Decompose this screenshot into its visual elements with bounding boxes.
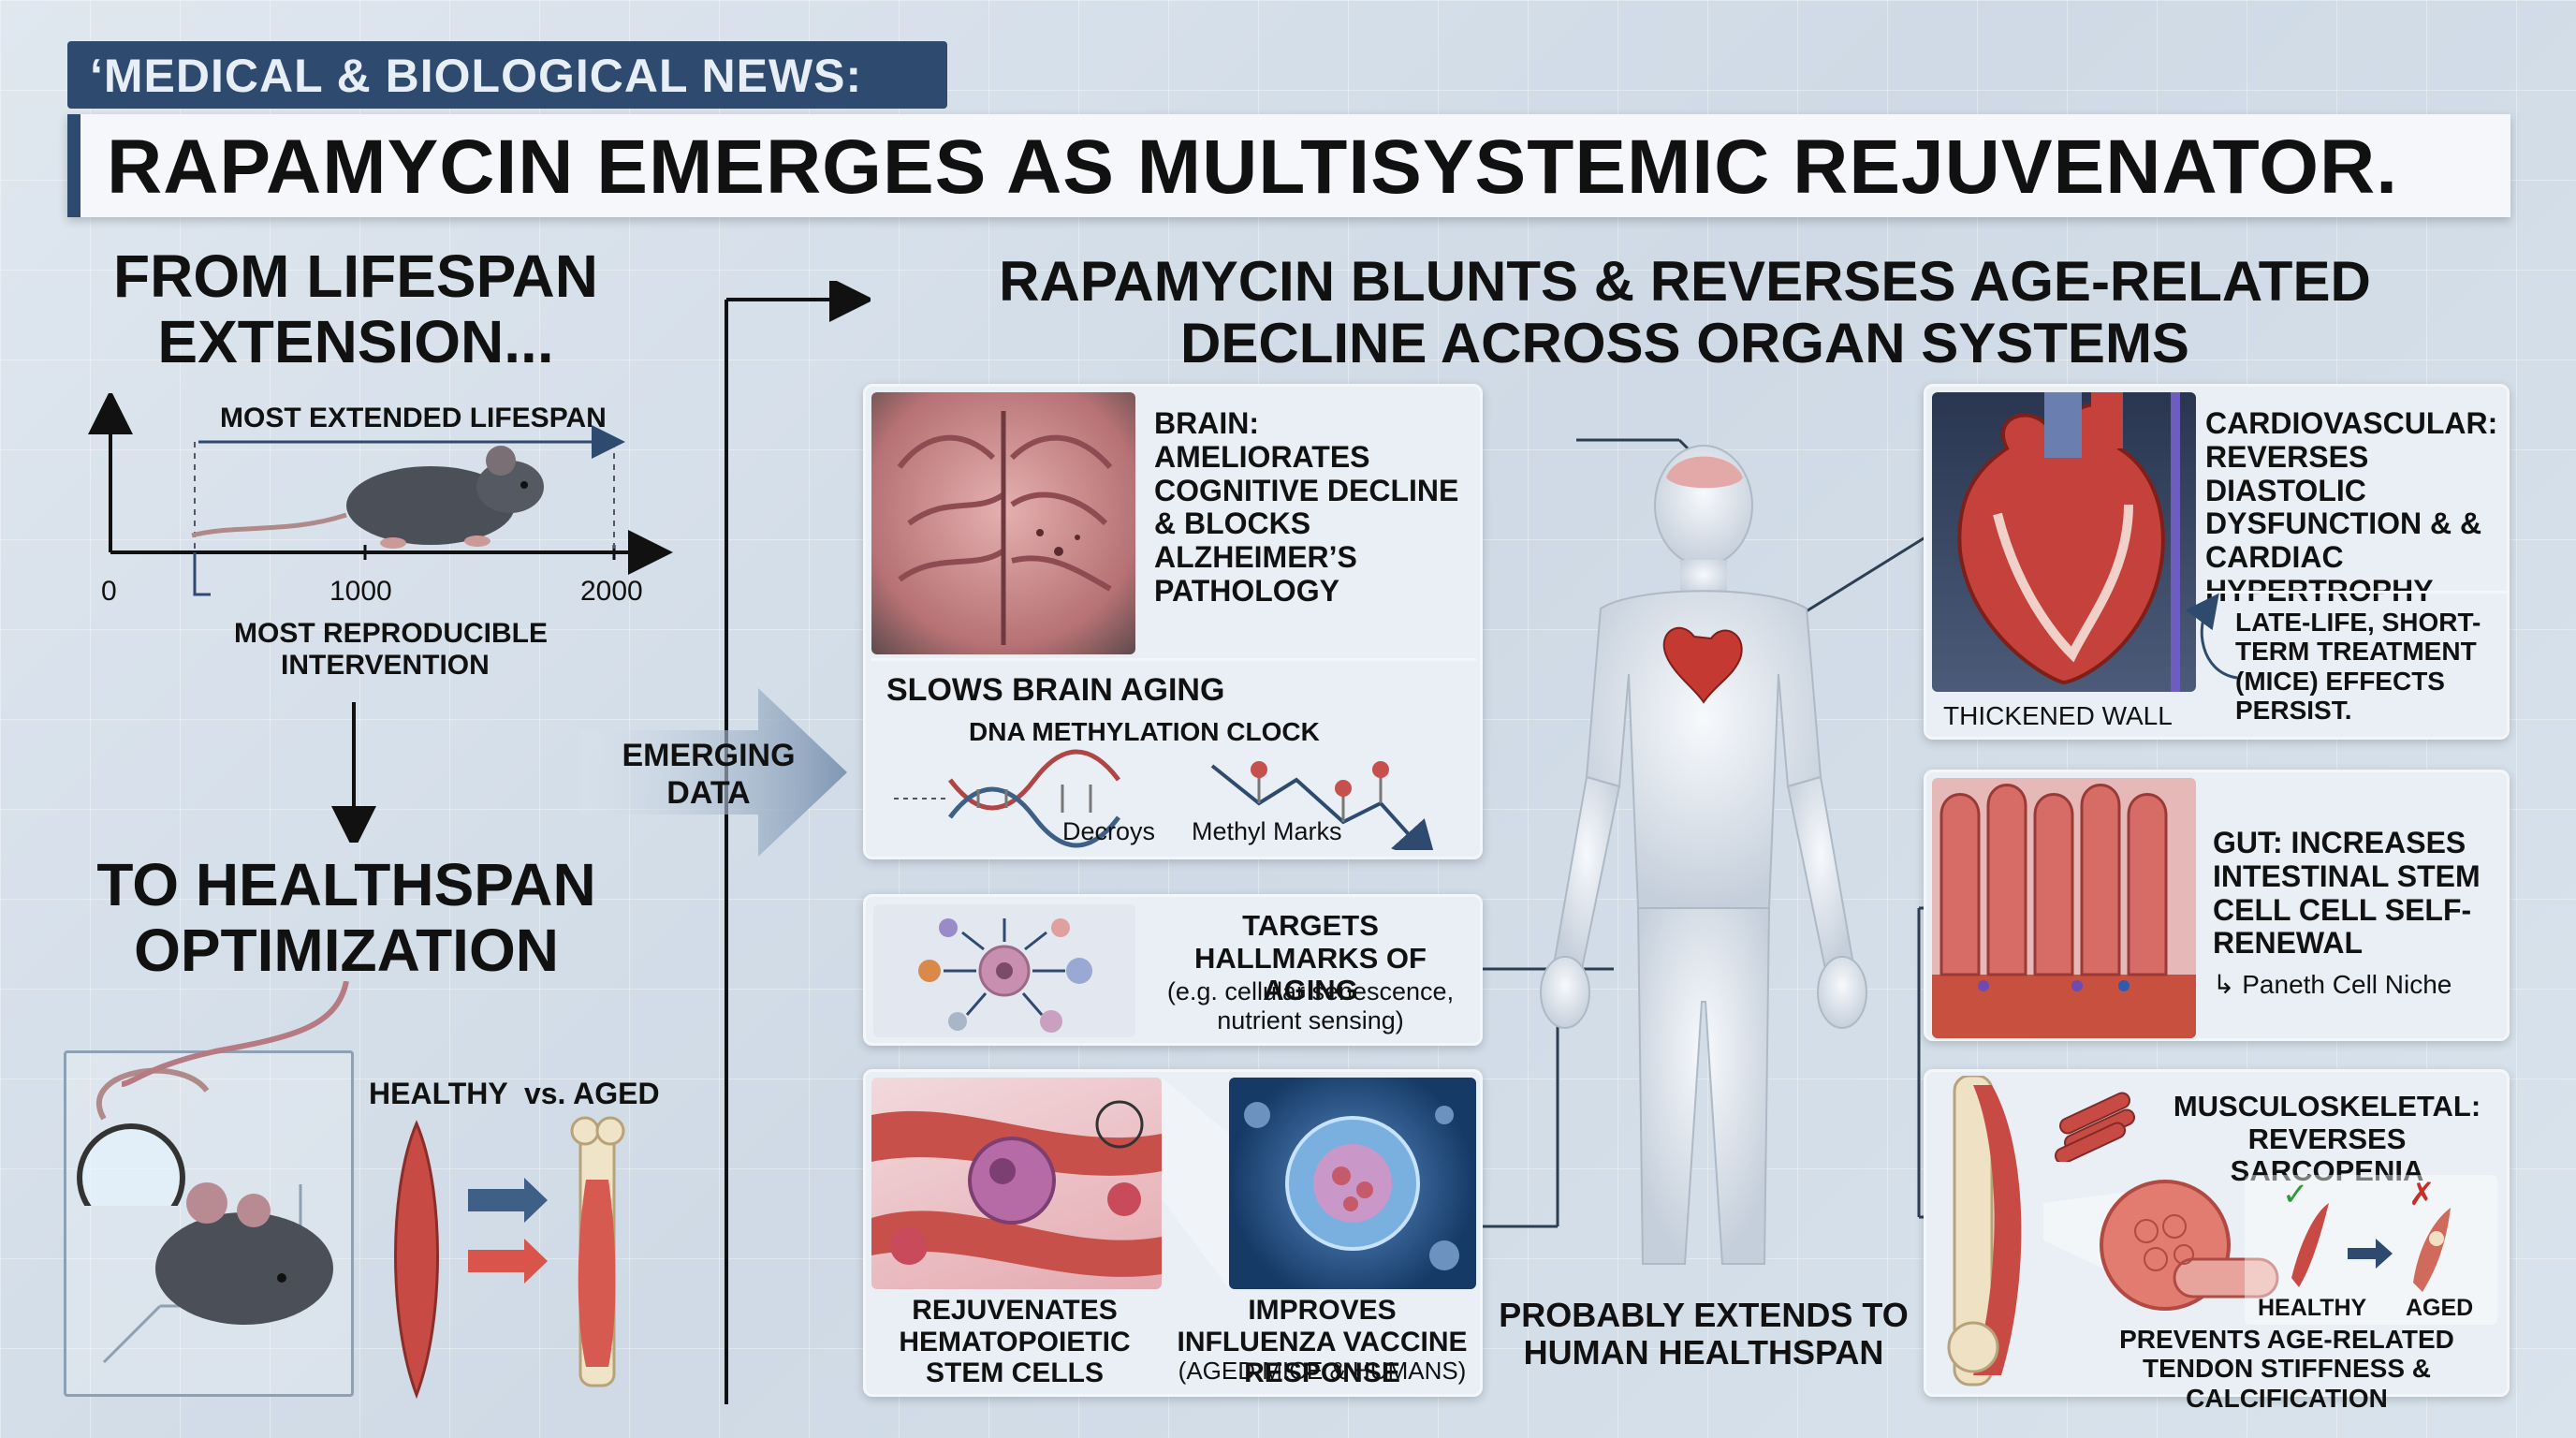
hsc-text: REJUVENATES HEMATOPOIETIC STEM CELLS bbox=[899, 1295, 1131, 1389]
center-heading: RAPAMYCIN BLUNTS & REVERSES AGE-RELATED … bbox=[999, 250, 2371, 374]
hsc-image bbox=[871, 1078, 1162, 1289]
brain-highlight-icon bbox=[1666, 456, 1743, 489]
heart-image bbox=[1932, 392, 2196, 692]
page-title: RAPAMYCIN EMERGES AS MULTISYSTEMIC REJUV… bbox=[67, 114, 2510, 217]
check-icon: ✓ bbox=[2282, 1177, 2309, 1212]
virus-image bbox=[1229, 1078, 1476, 1289]
human-figure bbox=[1540, 445, 1867, 1265]
reproducible-line2: INTERVENTION bbox=[281, 650, 490, 681]
muscle-fiber-illustration bbox=[2043, 1180, 2279, 1311]
cardio-text: CARDIOVASCULAR: REVERSES DIASTOLIC DYSFU… bbox=[2205, 406, 2498, 609]
dna-helix-icon bbox=[948, 749, 1120, 811]
data-label: DATA bbox=[666, 775, 751, 811]
emerging-label: EMERGING bbox=[622, 738, 796, 773]
healthy-label: HEALTHY bbox=[2258, 1295, 2367, 1321]
aged-label: AGED bbox=[2406, 1295, 2474, 1321]
heart-icon bbox=[1662, 626, 1743, 704]
healthspan-heading: TO HEALTHSPAN OPTIMIZATION bbox=[96, 851, 596, 985]
brain-card: BRAIN: AMELIORATES COGNITIVE DECLINE & B… bbox=[863, 384, 1483, 859]
decroys-label: Decroys bbox=[1062, 817, 1156, 845]
gut-image bbox=[1932, 778, 2196, 1038]
news-kicker: ‘MEDICAL & BIOLOGICAL NEWS: bbox=[67, 41, 947, 109]
right-arrow-icon bbox=[468, 1178, 548, 1223]
right-arrow-icon bbox=[468, 1239, 548, 1284]
lifespan-chart bbox=[88, 393, 673, 596]
hallmarks-sub: (e.g. cellular senescence, nutrient sens… bbox=[1166, 977, 1455, 1034]
hallmarks-card: TARGETS HALLMARKS OF AGING (e.g. cellula… bbox=[863, 894, 1483, 1046]
paneth-text: Paneth Cell Niche bbox=[2242, 970, 2452, 999]
corner-arrow-icon: ↳ bbox=[2213, 970, 2243, 999]
dna-methylation-illustration bbox=[894, 749, 1439, 850]
cross-icon: ✗ bbox=[2408, 1177, 2436, 1212]
reproducible-line1: MOST REPRODUCIBLE bbox=[234, 618, 549, 649]
lifespan-heading: FROM LIFESPAN EXTENSION... bbox=[113, 242, 598, 376]
muscle-vs-bone-illustration bbox=[394, 1116, 625, 1400]
paneth-label: ↳ Paneth Cell Niche bbox=[2213, 969, 2452, 1000]
emerging-data-arrow bbox=[580, 688, 847, 857]
tick-1000: 1000 bbox=[329, 576, 392, 607]
tendon-compare: ✓ ✗ HEALTHY AGED bbox=[2245, 1175, 2497, 1325]
brain-image bbox=[871, 392, 1135, 654]
methylation-clock-label: DNA METHYLATION CLOCK bbox=[969, 717, 1320, 746]
tendon-text: PREVENTS AGE-RELATED TENDON STIFFNESS & … bbox=[2119, 1325, 2454, 1413]
curved-arrow-icon bbox=[2185, 593, 2238, 680]
healthy-muscle-icon bbox=[394, 1120, 439, 1400]
tick-2000: 2000 bbox=[580, 576, 643, 607]
influenza-title: IMPROVES INFLUENZA VACCINE RESPONSE bbox=[1177, 1295, 1468, 1389]
influenza-sub: (AGED MICE & HUMANS) bbox=[1178, 1357, 1467, 1385]
brain-text: BRAIN: AMELIORATES COGNITIVE DECLINE & B… bbox=[1154, 406, 1459, 609]
stem-cell-icon bbox=[968, 1137, 1056, 1225]
healthy-vs-aged-label: HEALTHY vs. AGED bbox=[369, 1077, 660, 1110]
most-extended-label: MOST EXTENDED LIFESPAN bbox=[220, 403, 607, 433]
human-healthspan-text: PROBABLY EXTENDS TO HUMAN HEALTHSPAN bbox=[1499, 1296, 1909, 1372]
mouse-panel bbox=[64, 1050, 354, 1397]
right-arrow-icon bbox=[2348, 1239, 2393, 1269]
mouse-icon bbox=[191, 446, 544, 549]
gut-text: GUT: INCREASES INTESTINAL STEM CELL CELL… bbox=[2213, 826, 2481, 961]
methyl-mark-icon bbox=[1251, 761, 1267, 778]
cardio-card: CARDIOVASCULAR: REVERSES DIASTOLIC DYSFU… bbox=[1924, 384, 2510, 740]
magnifier-icon bbox=[77, 1123, 185, 1206]
hallmarks-title: TARGETS HALLMARKS OF AGING bbox=[1194, 909, 1427, 1007]
tick-0: 0 bbox=[101, 576, 117, 607]
down-arrow-icon bbox=[331, 702, 376, 843]
tail-curve bbox=[77, 981, 349, 1206]
fiber-bundle-icon bbox=[2054, 1092, 2136, 1162]
slows-brain-aging: SLOWS BRAIN AGING bbox=[886, 672, 1225, 708]
hallmarks-illustration bbox=[873, 904, 1135, 1037]
aged-mouse-icon bbox=[155, 1212, 333, 1325]
methyl-marks-label: Methyl Marks bbox=[1192, 817, 1342, 845]
blood-immune-card: REJUVENATES HEMATOPOIETIC STEM CELLS IMP… bbox=[863, 1069, 1483, 1397]
flow-connector bbox=[724, 281, 871, 1404]
thickened-wall-label: THICKENED WALL bbox=[1943, 701, 2173, 730]
musculo-title: MUSCULOSKELETAL: REVERSES SARCOPENIA bbox=[2173, 1090, 2481, 1188]
leg-muscle-illustration bbox=[1947, 1076, 2022, 1387]
musculo-card: MUSCULOSKELETAL: REVERSES SARCOPENIA ✓ ✗… bbox=[1924, 1069, 2510, 1413]
gut-card: GUT: INCREASES INTESTINAL STEM CELL CELL… bbox=[1924, 770, 2510, 1041]
late-life-text: LATE-LIFE, SHORT-TERM TREATMENT (MICE) E… bbox=[2235, 608, 2481, 726]
